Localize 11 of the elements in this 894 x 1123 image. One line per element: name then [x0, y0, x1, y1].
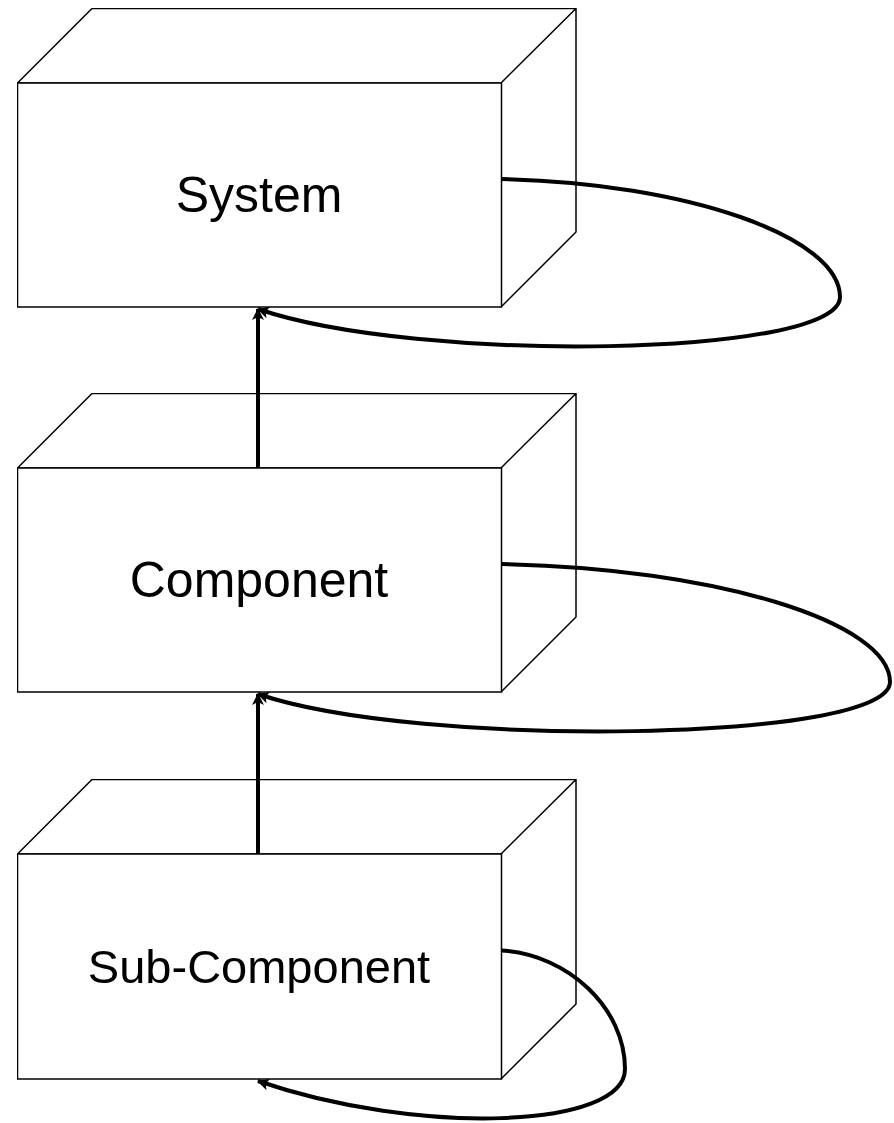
arrow: [252, 308, 264, 468]
arrow: [257, 948, 627, 1121]
cube-box: [17, 779, 577, 1080]
box-label: Component: [128, 551, 390, 610]
cube-box: [17, 8, 577, 308]
arrow: [252, 693, 264, 854]
arrow: [257, 562, 892, 734]
arrow: [257, 177, 842, 349]
box-label: Sub-Component: [86, 939, 432, 995]
box-label: System: [174, 166, 344, 225]
cube-box: [17, 393, 577, 693]
